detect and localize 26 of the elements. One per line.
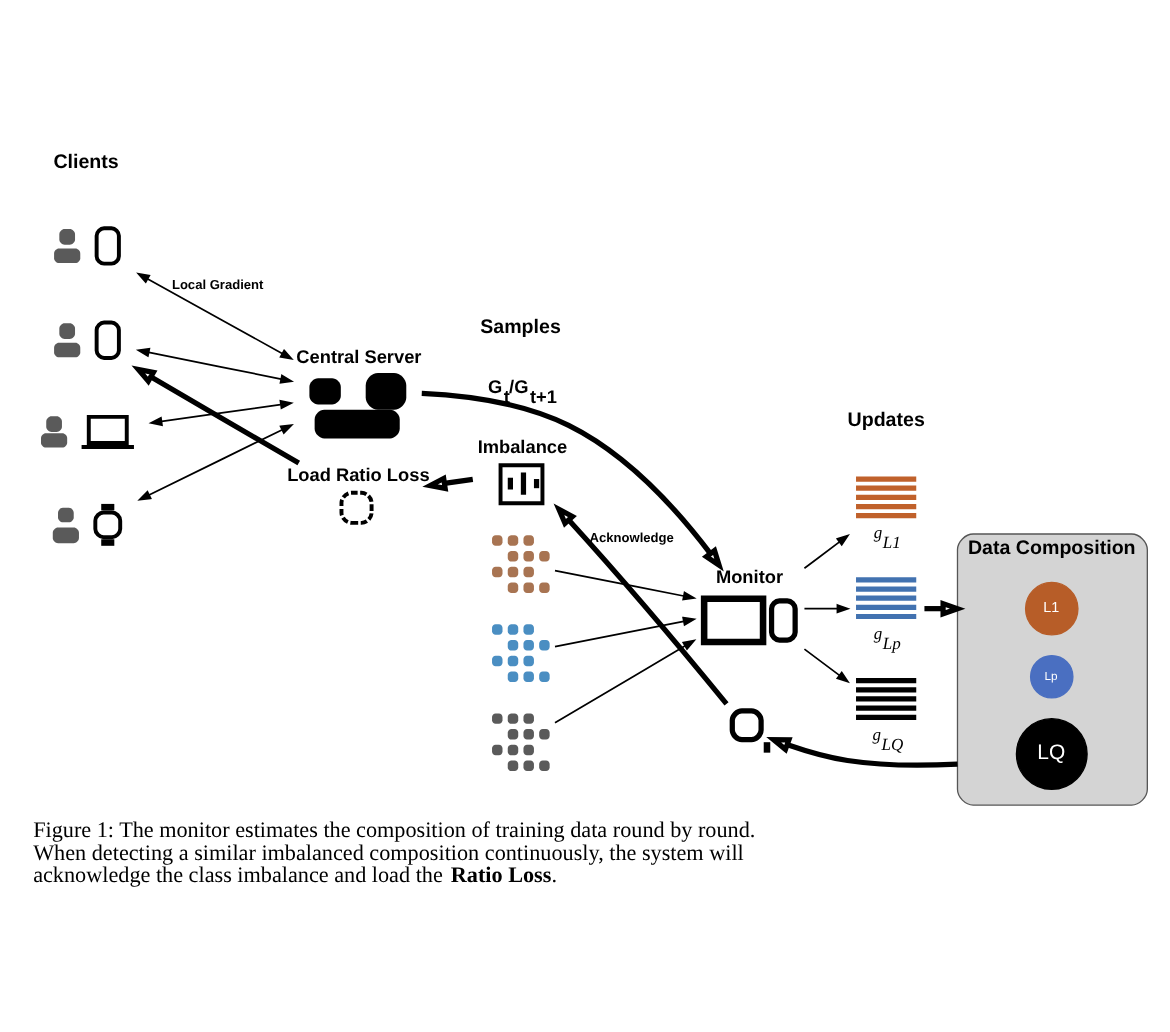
arrow xyxy=(136,271,294,359)
node-label: Imbalance xyxy=(477,436,568,457)
arrow xyxy=(148,398,294,426)
arrow xyxy=(766,736,958,767)
arrow xyxy=(421,389,724,571)
arrow xyxy=(554,568,697,600)
arrow xyxy=(131,364,301,465)
arrow xyxy=(553,502,729,705)
label: Samples xyxy=(480,316,561,339)
arrow xyxy=(924,598,966,617)
node-label: Monitor xyxy=(715,565,784,586)
arrow xyxy=(554,638,697,723)
caption: Figure 1: The monitor estimates the composition of training data round by round. When detecting a similar imbalanced composition continuously, the system will acknowledge the class imbalance and load the Ratio Loss. xyxy=(33,818,756,887)
arrow xyxy=(137,422,294,500)
arrow xyxy=(803,647,850,683)
node-circle: LQ xyxy=(1015,716,1088,789)
node-label: Load Ratio Loss xyxy=(287,463,430,484)
arrow xyxy=(422,473,474,491)
label: Clients xyxy=(53,151,119,174)
arrow xyxy=(135,346,295,383)
node-label: Central Server xyxy=(296,345,422,366)
arrow xyxy=(803,602,851,613)
arrow xyxy=(803,533,850,569)
label: Updates xyxy=(847,409,925,432)
node-circle: L1 xyxy=(1024,580,1079,635)
arrow xyxy=(554,615,697,647)
